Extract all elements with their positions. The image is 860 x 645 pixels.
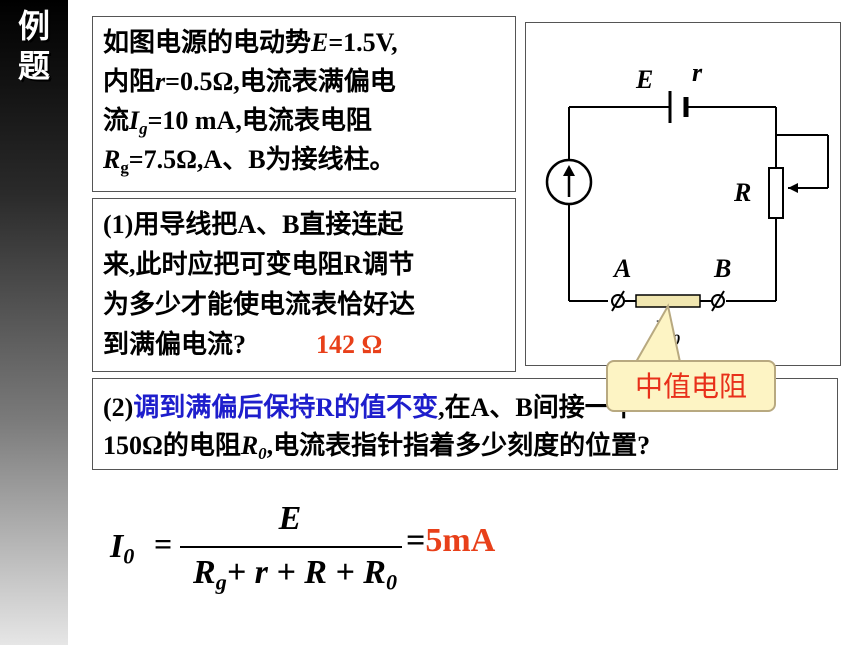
ammeter-arrow-icon (563, 165, 575, 176)
label-rheostat: R (733, 178, 751, 207)
formula-denominator: Rg+ r + R + R0 (193, 554, 397, 595)
label-e: E (635, 65, 653, 94)
formula-numerator: E (278, 500, 302, 537)
fraction-bar (180, 546, 402, 548)
rheostat-resistor (768, 167, 784, 219)
callout-median-resistance: 中值电阻 (606, 360, 776, 412)
answer-1: 142 Ω (316, 330, 383, 359)
label-r0: R (653, 315, 671, 344)
label-r0-sub: 0 (672, 332, 680, 349)
sidebar: 例 题 (0, 0, 68, 645)
formula: I0 = E Rg+ r + R + R0 =5mA (110, 500, 496, 595)
formula-result: =5mA (406, 522, 496, 559)
formula-lhs: I0 (110, 528, 135, 569)
circuit-diagram: E r R A B R 0 (525, 22, 841, 366)
circuit-svg: E r R A B R 0 (545, 58, 829, 349)
label-b: B (713, 254, 731, 283)
example-label: 例 题 (17, 7, 50, 85)
question-1: (1)用导线把A、B直接连起 来,此时应把可变电阻R调节 为多少才能使电流表恰好… (92, 198, 516, 372)
r0-resistor (635, 294, 701, 308)
label-a: A (612, 254, 631, 283)
label-r: r (692, 58, 703, 87)
rheostat-arrow-icon (788, 183, 798, 193)
problem-statement: 如图电源的电动势E=1.5V, 内阻r=0.5Ω,电流表满偏电 流Ig=10 m… (92, 16, 516, 192)
